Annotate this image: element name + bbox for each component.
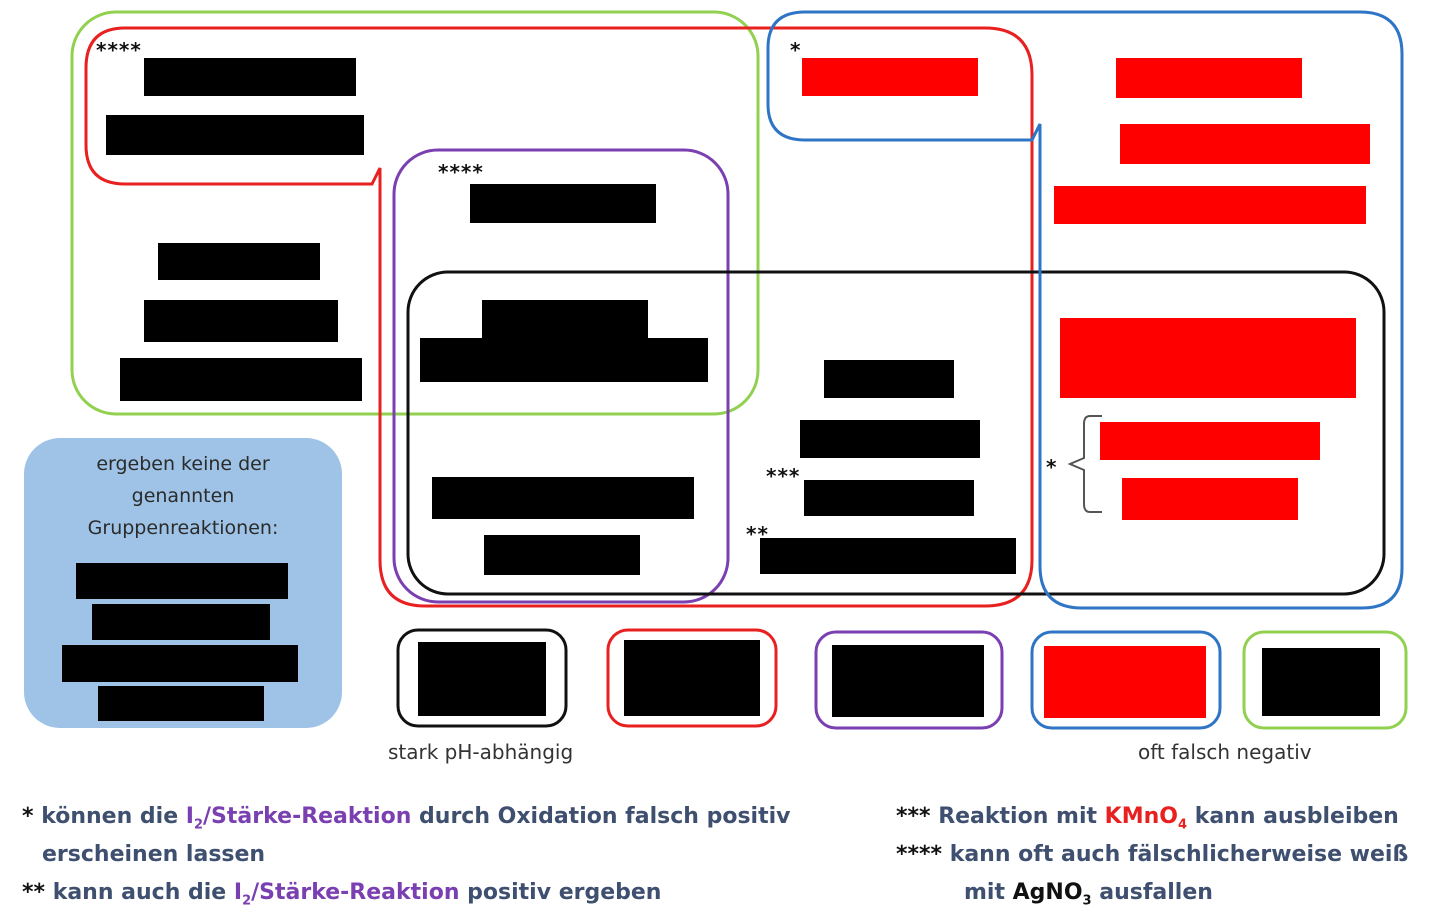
- legend-green-fill: [1262, 648, 1380, 716]
- legend-red-fill: [624, 640, 760, 716]
- footnote-2: ** kann auch die I2/Stärke-Reaktion posi…: [22, 880, 661, 908]
- legend-black-fill: [418, 642, 546, 716]
- footnote-4-b: mit: [964, 880, 1013, 905]
- no-reaction-line3: Gruppenreaktionen:: [87, 517, 279, 539]
- footnote-4-sub: 3: [1082, 893, 1092, 909]
- redacted-black-10: [484, 535, 640, 575]
- legend-label-green: oft falsch negativ: [1138, 740, 1312, 764]
- footnote-2-star: **: [22, 880, 46, 905]
- redacted-red-6: [1100, 422, 1320, 460]
- footnote-3-b: kann ausbleiben: [1187, 804, 1399, 829]
- footnote-4-star: ****: [896, 842, 943, 867]
- footnote-1-b: /Stärke-Reaktion: [203, 804, 412, 829]
- redacted-red-1: [802, 58, 978, 96]
- redacted-black-2: [106, 115, 364, 155]
- black-group-outline: [406, 270, 1386, 596]
- redacted-black-17: [62, 645, 298, 682]
- marker-three: ***: [766, 464, 801, 488]
- redacted-black-15: [76, 563, 288, 599]
- footnote-3-a: Reaktion mit: [938, 804, 1105, 829]
- footnote-1-a: können die: [41, 804, 186, 829]
- redacted-black-5: [120, 358, 362, 401]
- redacted-black-18: [98, 686, 264, 721]
- footnote-1-c: durch Oxidation falsch positiv: [411, 804, 791, 829]
- redacted-black-14: [760, 538, 1016, 574]
- redacted-red-4: [1054, 186, 1366, 224]
- redacted-red-5: [1060, 318, 1356, 398]
- footnote-4-a: kann oft auch fälschlicherweise weiß: [949, 842, 1409, 867]
- legend-green-outline: [1242, 630, 1408, 730]
- footnote-3: *** Reaktion mit KMnO4 kann ausbleiben: [896, 804, 1399, 832]
- footnote-1-star: *: [22, 804, 34, 829]
- redacted-red-7: [1122, 478, 1298, 520]
- footnote-3-sub: 4: [1177, 817, 1188, 833]
- marker-blue: *: [790, 38, 802, 62]
- redacted-red-3: [1120, 124, 1370, 164]
- marker-bracket: *: [1046, 455, 1058, 479]
- redacted-black-8: [420, 338, 708, 382]
- marker-two: **: [746, 522, 769, 546]
- legend-blue-outline: [1030, 630, 1222, 730]
- green-group-outline: [70, 10, 760, 416]
- footnote-4: **** kann oft auch fälschlicherweise wei…: [896, 842, 1408, 867]
- footnote-1: * können die I2/Stärke-Reaktion durch Ox…: [22, 804, 791, 832]
- redacted-black-1: [144, 58, 356, 96]
- blue-group-top-outline: [766, 10, 1404, 610]
- red-group-outline: [84, 26, 1034, 608]
- redacted-black-6: [470, 184, 656, 223]
- redacted-black-16: [92, 604, 270, 640]
- footnote-2-i2: I: [233, 880, 243, 905]
- marker-top-left: ****: [96, 38, 142, 62]
- redacted-black-3: [158, 243, 320, 280]
- footnote-3-kmno: KMnO: [1104, 804, 1178, 829]
- redacted-black-4: [144, 300, 338, 342]
- purple-group-outline: [392, 148, 730, 604]
- redacted-black-13: [804, 480, 974, 516]
- footnote-3-star: ***: [896, 804, 931, 829]
- bracket: [1067, 415, 1102, 513]
- legend-purple-outline: [814, 630, 1004, 730]
- footnote-4-c: ausfallen: [1091, 880, 1213, 905]
- no-reaction-line2: genannten: [131, 485, 235, 507]
- footnote-1-sub: 2: [193, 817, 204, 833]
- legend-purple-fill: [832, 645, 984, 717]
- no-reaction-text: ergeben keine der genannten Gruppenreakt…: [24, 448, 342, 544]
- redacted-black-11: [824, 360, 954, 398]
- footnote-1-d: erscheinen lassen: [42, 842, 266, 867]
- legend-red-outline: [606, 628, 778, 728]
- legend-label-black: stark pH-abhängig: [388, 740, 574, 764]
- footnote-2-a: kann auch die: [52, 880, 234, 905]
- marker-purple: ****: [438, 160, 484, 184]
- footnote-4-agno: AgNO: [1012, 880, 1083, 905]
- redacted-black-12: [800, 420, 980, 458]
- no-reaction-line1: ergeben keine der: [96, 453, 270, 475]
- footnote-1-i2: I: [185, 804, 194, 829]
- legend-blue-fill: [1044, 646, 1206, 718]
- redacted-black-9: [432, 477, 694, 519]
- footnote-2-b: /Stärke-Reaktion: [251, 880, 460, 905]
- legend-black-outline: [396, 628, 568, 728]
- redacted-black-7: [482, 300, 648, 342]
- footnote-1-cont: erscheinen lassen: [42, 842, 265, 867]
- footnote-4-cont: mit AgNO3 ausfallen: [964, 880, 1213, 908]
- footnote-2-sub: 2: [242, 893, 252, 909]
- redacted-red-2: [1116, 58, 1302, 98]
- footnote-2-c: positiv ergeben: [459, 880, 662, 905]
